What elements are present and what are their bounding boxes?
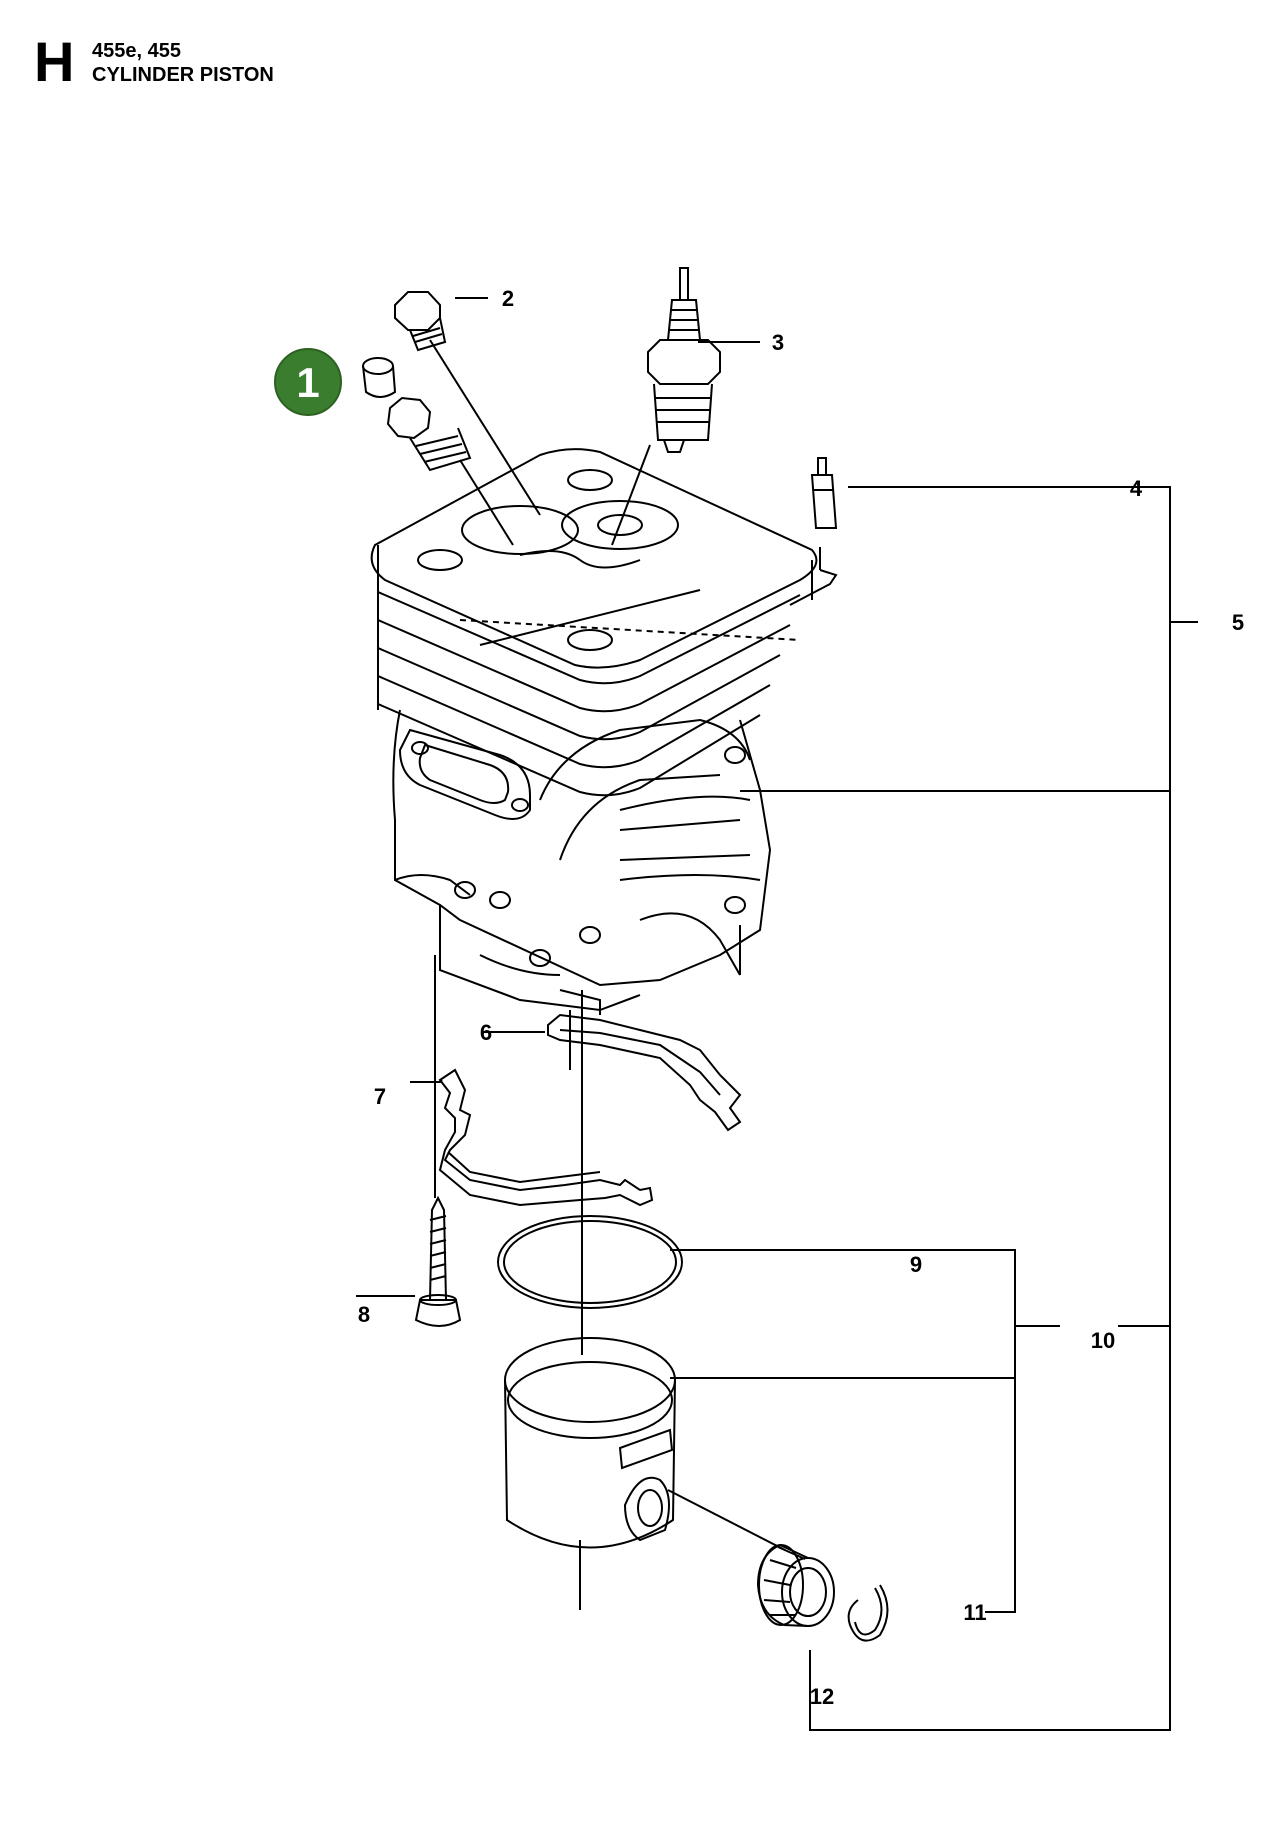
callout-5: 5 [1232, 610, 1244, 635]
part-circlip-11 [847, 1584, 889, 1642]
callout-9: 9 [910, 1252, 922, 1277]
section-letter: H [34, 30, 75, 93]
badge-circle [274, 348, 342, 416]
callout-6: 6 [480, 1020, 492, 1045]
part-bolt-8 [414, 1195, 462, 1327]
callout-10: 10 [1091, 1328, 1115, 1353]
callout-12: 12 [810, 1684, 834, 1709]
part-spark-plug-3 [647, 267, 721, 453]
part-gasket-6 [547, 1013, 742, 1132]
part-gasket-7 [438, 1068, 654, 1207]
callout-8: 8 [358, 1302, 370, 1327]
model-label: 455e, 455 [92, 40, 181, 62]
part-bearing-12 [756, 1543, 835, 1627]
part-cylinder-5 [370, 448, 818, 1015]
bracket-lines [670, 486, 1198, 1731]
callout-3: 3 [772, 330, 784, 355]
callout-11: 11 [963, 1600, 986, 1625]
part-valve-1 [362, 357, 472, 472]
callout-2: 2 [502, 286, 514, 311]
part-fitting-4 [810, 457, 838, 529]
page-title: CYLINDER PISTON [92, 64, 274, 86]
part-piston-ring-9 [497, 1215, 683, 1309]
part-piston-10 [504, 1337, 676, 1549]
highlight-badge: 1 [274, 348, 342, 416]
callout-1: 1 [296, 359, 319, 406]
callout-7: 7 [374, 1084, 386, 1109]
leader-lines [304, 297, 838, 1700]
callout-4: 4 [1130, 476, 1143, 501]
part-plug-2 [394, 291, 447, 352]
callout-labels: 2 3 4 5 6 7 8 9 10 11 12 [358, 286, 1244, 1709]
